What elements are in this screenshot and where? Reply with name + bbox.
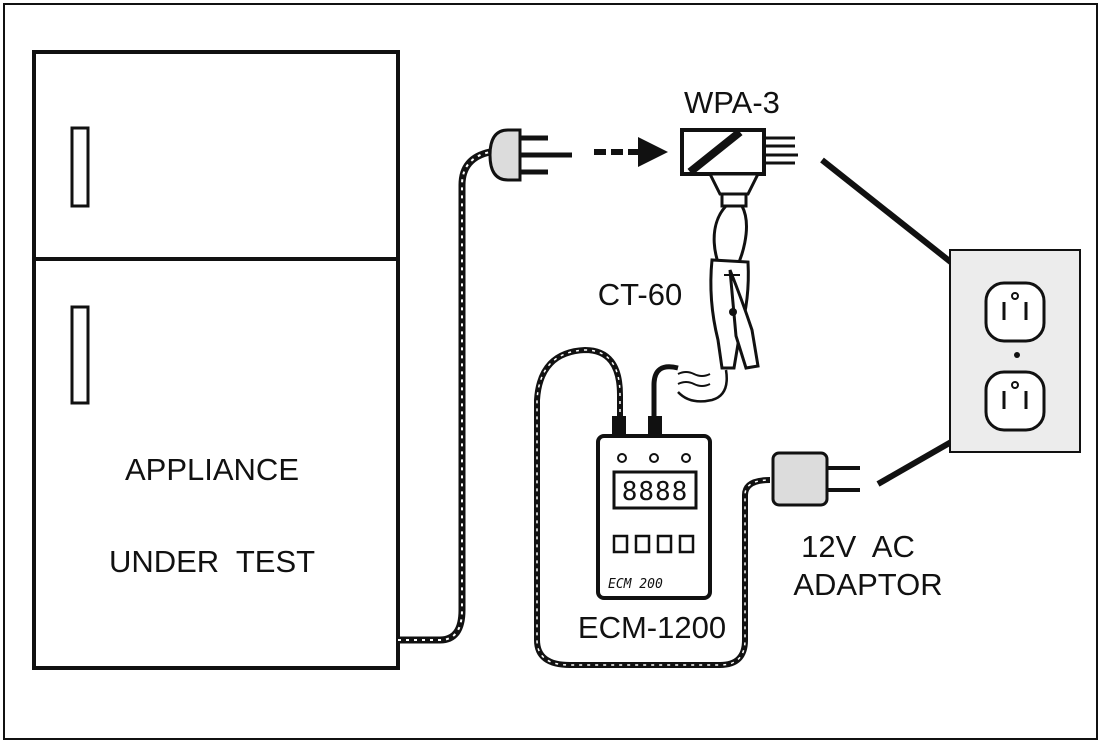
adaptor-label-line1: 12V AC <box>801 529 915 564</box>
ecm-input-lead-left <box>534 346 771 668</box>
outlet-receptacle-bottom <box>984 370 1046 432</box>
ecm-button-1 <box>612 534 629 554</box>
ecm-1200-monitor: 8888 ECM 200 <box>596 416 712 600</box>
wpa-3-adapter <box>680 128 798 208</box>
appliance-label-line1: APPLIANCE <box>125 452 299 487</box>
appliance-fridge <box>32 50 400 670</box>
ecm-button-4 <box>678 534 695 554</box>
wpa-label: WPA-3 <box>684 85 780 120</box>
ecm-button-3 <box>656 534 673 554</box>
wall-outlet <box>949 249 1081 453</box>
ecm-label: ECM-1200 <box>578 610 726 645</box>
fridge-handle <box>70 305 90 405</box>
ct-lead <box>677 369 728 403</box>
freezer-handle <box>70 126 90 208</box>
ecm-display-digits: 8888 <box>622 477 689 507</box>
ecm-button-2 <box>634 534 651 554</box>
appliance-label-line2: UNDER TEST <box>109 544 315 579</box>
ecm-input-lead-right <box>651 364 679 420</box>
adaptor-label-line2: ADAPTOR <box>793 567 942 602</box>
ecm-device-print: ECM 200 <box>608 577 663 592</box>
ct-60-clamp <box>709 258 760 370</box>
outlet-receptacle-top <box>984 281 1046 343</box>
ac-adaptor <box>771 451 860 507</box>
ecm-display <box>612 470 698 510</box>
diagram-frame <box>3 3 1098 740</box>
appliance-cord <box>398 148 491 644</box>
appliance-plug <box>488 128 572 182</box>
ct-label: CT-60 <box>598 277 682 312</box>
